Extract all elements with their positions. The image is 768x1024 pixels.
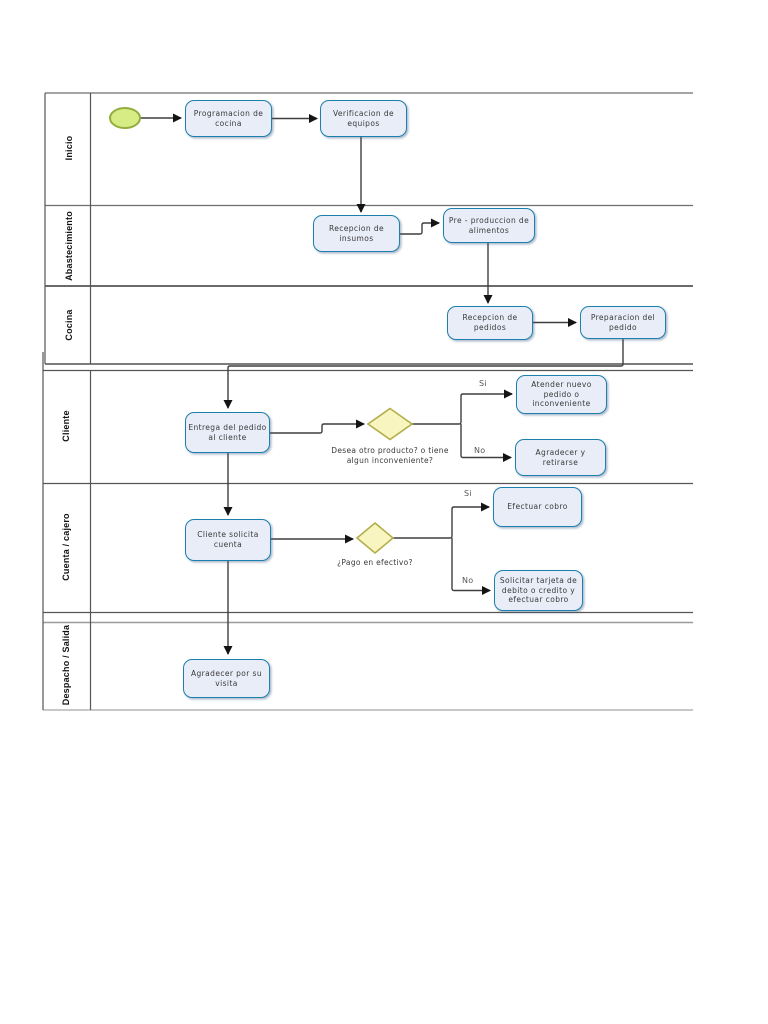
flow-gateway2-si (393, 502, 490, 539)
task-recepcion-pedidos: Recepcion de pedidos (447, 306, 533, 340)
task-solicitar-tarjeta: Solicitar tarjeta de debito o credito y … (494, 570, 583, 611)
lane-label-inicio: Inicio (64, 135, 74, 161)
lane-label-abastecimiento: Abastecimiento (64, 211, 74, 281)
task-programacion-cocina: Programacion de cocina (185, 100, 272, 137)
task-agradecer-visita: Agradecer por su visita (183, 659, 270, 698)
task-verificacion-equipos: Verificacion de equipos (320, 100, 407, 137)
task-efectuar-cobro: Efectuar cobro (493, 487, 582, 527)
task-entrega-pedido-cliente: Entrega del pedido al cliente (185, 412, 270, 453)
lane-label-despacho-salida: Despacho / Salida (61, 624, 71, 706)
flow-insumos-to-preproduccion (400, 218, 440, 235)
flow-preparacion-to-entrega (223, 339, 624, 409)
gateway1-no-label: No (474, 446, 486, 455)
gateway2-question: ¿Pago en efectivo? (337, 558, 413, 567)
task-pre-produccion-alimentos: Pre - produccion de alimentos (443, 208, 535, 243)
task-agradecer-retirarse: Agradecer y retirarse (515, 439, 606, 476)
flow-gateway2-no (451, 538, 491, 595)
start-event (109, 107, 141, 129)
gateway1-question: Desea otro producto? o tiene algun incon… (331, 446, 449, 466)
flow-entrega-to-gateway1 (270, 419, 365, 434)
flow-gateway1-no (460, 424, 512, 462)
lane-label-cuenta-cajero: Cuenta / cajero (61, 513, 71, 581)
lane-label-cocina: Cocina (64, 309, 74, 341)
gateway-pago-efectivo (355, 521, 395, 555)
task-atender-nuevo-pedido: Atender nuevo pedido o inconveniente (516, 375, 607, 414)
gateway2-si-label: Si (464, 489, 472, 498)
gateway2-no-label: No (462, 576, 474, 585)
gateway-otro-producto (366, 407, 414, 441)
flow-gateway1-si (412, 389, 513, 425)
swimlane-grid (42, 92, 693, 711)
task-recepcion-insumos: Recepcion de insumos (313, 215, 400, 252)
gateway1-si-label: Si (479, 379, 487, 388)
task-preparacion-pedido: Preparacion del pedido (580, 306, 666, 339)
task-cliente-solicita-cuenta: Cliente solicita cuenta (185, 519, 271, 561)
sequence-flows (140, 113, 624, 655)
lane-label-cliente: Cliente (61, 410, 71, 442)
